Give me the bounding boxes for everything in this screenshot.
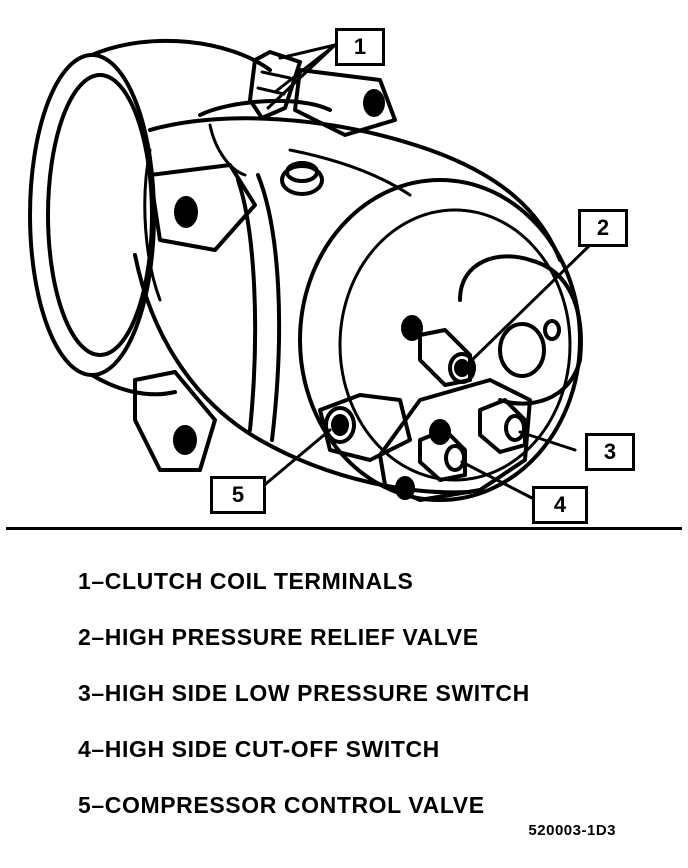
divider	[6, 527, 682, 530]
legend-item: 1–CLUTCH COIL TERMINALS	[78, 568, 414, 594]
clutch-pulley	[28, 38, 272, 397]
compressor-body	[133, 98, 583, 502]
legend: 1–CLUTCH COIL TERMINALS 2–HIGH PRESSURE …	[78, 566, 530, 846]
callout-1: 1	[335, 28, 385, 66]
legend-item: 5–COMPRESSOR CONTROL VALVE	[78, 792, 485, 818]
callout-2: 2	[578, 209, 628, 247]
compressor-illustration	[28, 38, 592, 502]
figure-id: 520003-1D3	[528, 822, 616, 839]
legend-item: 4–HIGH SIDE CUT-OFF SWITCH	[78, 736, 440, 762]
callout-3: 3	[585, 433, 635, 471]
legend-item: 3–HIGH SIDE LOW PRESSURE SWITCH	[78, 680, 530, 706]
clutch-coil-terminals	[248, 50, 302, 120]
callout-5: 5	[210, 476, 266, 514]
leader-lines	[260, 43, 592, 500]
callout-4: 4	[532, 486, 588, 524]
legend-item: 2–HIGH PRESSURE RELIEF VALVE	[78, 624, 479, 650]
compressor-diagram: 1 2 3 4 5	[28, 28, 635, 524]
